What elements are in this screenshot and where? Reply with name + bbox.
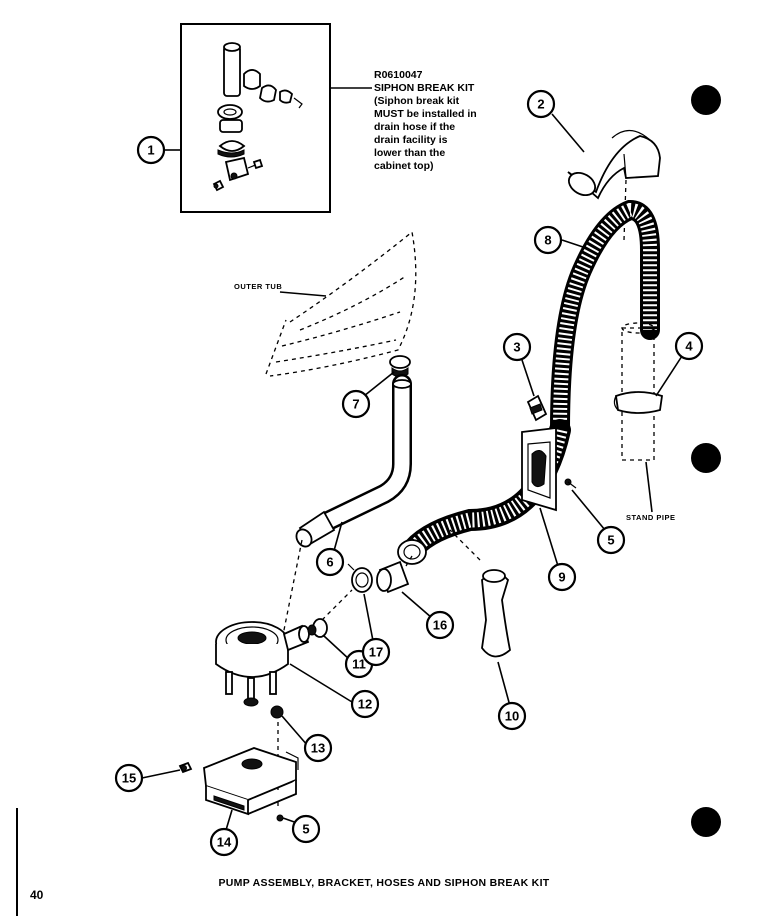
part-13-grommet [270, 705, 284, 719]
siphon-break-kit-box [180, 23, 331, 213]
callout-15: 15 [114, 763, 144, 793]
callout-8: 8 [533, 225, 563, 255]
callout-4: 4 [674, 331, 704, 361]
svg-text:3: 3 [513, 340, 520, 355]
callout-3: 3 [502, 332, 532, 362]
callout-10: 10 [497, 701, 527, 731]
part-6-hose [295, 374, 412, 548]
binder-hole-bottom [691, 807, 721, 837]
callout-5-lower: 5 [291, 814, 321, 844]
part-10-pad [481, 569, 511, 658]
part-9-bracket-plate [521, 426, 557, 512]
kit-line-1: SIPHON BREAK KIT [374, 82, 475, 94]
svg-text:15: 15 [122, 771, 136, 786]
callout-7: 7 [341, 389, 371, 419]
kit-line-5: drain facility is [374, 134, 448, 146]
svg-text:5: 5 [607, 533, 614, 548]
callout-12: 12 [350, 689, 380, 719]
kit-line-4: drain hose if the [374, 121, 455, 133]
svg-text:1: 1 [147, 143, 154, 158]
part-17-clamp [347, 563, 373, 593]
part-5-screw-upper [564, 478, 577, 489]
svg-text:4: 4 [685, 339, 693, 354]
figure-caption: PUMP ASSEMBLY, BRACKET, HOSES AND SIPHON… [218, 877, 549, 889]
callout-1: 1 [136, 135, 166, 165]
part-12-pump [215, 621, 310, 707]
svg-text:14: 14 [217, 835, 232, 850]
kit-part-number: R0610047 [374, 69, 423, 81]
svg-text:5: 5 [302, 822, 309, 837]
svg-text:13: 13 [311, 741, 325, 756]
svg-text:7: 7 [352, 397, 359, 412]
svg-text:11: 11 [352, 657, 366, 672]
part-7-grommet [389, 355, 411, 378]
callout-5-upper: 5 [596, 525, 626, 555]
callout-6: 6 [315, 547, 345, 577]
callout-9: 9 [547, 562, 577, 592]
part-16-coupling [376, 560, 410, 594]
svg-text:16: 16 [433, 618, 447, 633]
part-2-elbow [567, 129, 661, 200]
part-4-clamp [613, 391, 663, 414]
part-15-screw [178, 761, 193, 774]
callout-17: 17 [361, 637, 391, 667]
svg-text:17: 17 [369, 645, 383, 660]
kit-line-2: (Siphon break kit [374, 95, 460, 107]
binder-hole-top [691, 85, 721, 115]
svg-text:8: 8 [544, 233, 551, 248]
svg-text:9: 9 [558, 570, 565, 585]
kit-line-6: lower than the [374, 147, 445, 159]
part-11-clamp [307, 618, 328, 638]
svg-text:12: 12 [358, 697, 372, 712]
part-8-drain-hose [397, 199, 660, 565]
kit-line-3: MUST be installed in [374, 108, 477, 120]
part-5-screw-lower [276, 814, 284, 822]
svg-text:10: 10 [505, 709, 519, 724]
callout-13: 13 [303, 733, 333, 763]
outer-tub-outline [265, 230, 417, 377]
outer-tub-label: OUTER TUB [234, 282, 282, 291]
binder-hole-middle [691, 443, 721, 473]
callout-14: 14 [209, 827, 239, 857]
part-14-bracket [203, 747, 299, 816]
callout-2: 2 [526, 89, 556, 119]
page-number: 40 [30, 888, 44, 902]
callout-16: 16 [425, 610, 455, 640]
part-3-clip [526, 394, 548, 422]
svg-text:2: 2 [537, 97, 544, 112]
stand-pipe-label: STAND PIPE [626, 513, 675, 522]
kit-line-7: cabinet top) [374, 160, 434, 172]
svg-text:6: 6 [326, 555, 333, 570]
